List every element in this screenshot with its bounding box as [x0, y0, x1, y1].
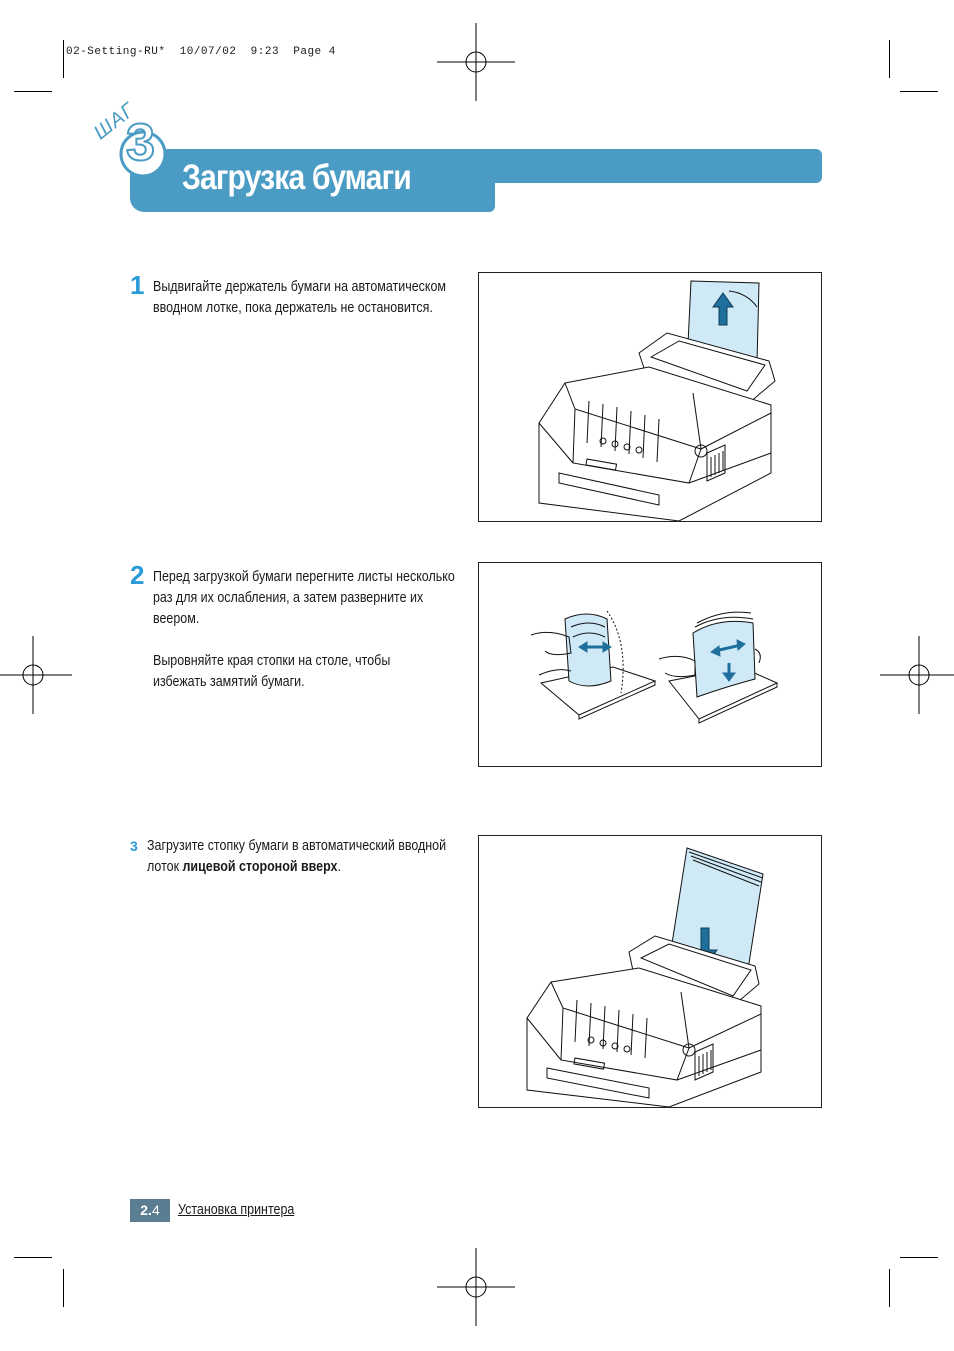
illustration-fan-paper [478, 562, 822, 767]
footer-section-title: Установка принтера [178, 1202, 295, 1218]
crop-mark [889, 40, 890, 78]
step-3-text: Загрузите стопку бумаги в автоматический… [147, 838, 447, 875]
step-1-text: Выдвигайте держатель бумаги на автоматич… [153, 279, 446, 316]
crop-mark [889, 1269, 890, 1307]
header-tab [130, 149, 495, 212]
crop-mark [900, 91, 938, 92]
illustration-load-paper [478, 835, 822, 1108]
step-1-number: 1 [130, 270, 145, 300]
crop-mark [63, 1269, 64, 1307]
registration-mark-icon [437, 23, 515, 101]
step-2-text: Перед загрузкой бумаги перегните листы н… [153, 569, 455, 690]
crop-mark [14, 1257, 52, 1258]
step-3-number: 3 [130, 838, 138, 854]
crop-mark [900, 1257, 938, 1258]
crop-mark [63, 40, 64, 78]
illustration-extend-paper-support [478, 272, 822, 522]
registration-mark-icon [0, 636, 72, 714]
step-circle-icon [119, 130, 167, 178]
crop-mark [14, 91, 52, 92]
page-title: Загрузка бумаги [182, 158, 412, 197]
step-number: 3 [125, 114, 156, 172]
registration-mark-icon [880, 636, 954, 714]
page-number-box: 2.4 [130, 1199, 170, 1222]
registration-mark-icon [437, 1248, 515, 1326]
print-slug: 02-Setting-RU* 10/07/02 9:23 Page 4 [66, 46, 336, 58]
step-2-number: 2 [130, 560, 145, 590]
